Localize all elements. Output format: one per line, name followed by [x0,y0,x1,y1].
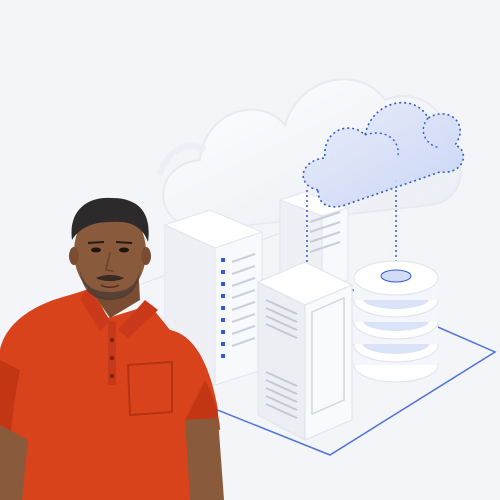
head [69,197,151,300]
orange-polo-shirt [0,288,220,500]
connection-lines [306,180,397,275]
server-block-front-icon [256,261,354,441]
dotted-cloud-icon [302,101,465,208]
database-icon [353,260,439,383]
arms [0,418,224,500]
